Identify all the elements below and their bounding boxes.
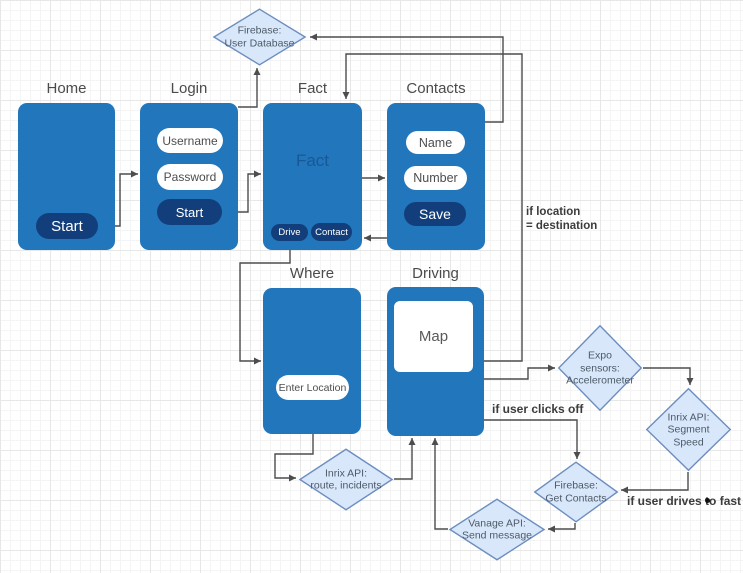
- contact-button[interactable]: Contact: [311, 223, 352, 241]
- edge-driving-to-firebase-get-contacts[interactable]: [484, 419, 581, 459]
- home-screen[interactable]: Start: [18, 103, 115, 250]
- contacts-screen[interactable]: Name Number Save: [387, 103, 485, 250]
- home-screen-title: Home: [46, 80, 87, 97]
- login-screen[interactable]: Username Password Start: [140, 103, 238, 250]
- edge-enter-location-to-inrix-route[interactable]: [274, 400, 314, 482]
- where-screen-title: Where: [289, 265, 335, 282]
- edge-inrix-route-to-driving[interactable]: [394, 438, 416, 480]
- edge-driving-to-fact-location-destination[interactable]: [342, 53, 523, 362]
- fact-screen-title: Fact: [297, 80, 328, 97]
- diamond-shape: [298, 448, 394, 511]
- diamond-shape: [533, 461, 619, 523]
- driving-screen[interactable]: Map: [387, 287, 484, 436]
- vanage-send-message-diamond[interactable]: Vanage API: Send message: [448, 498, 546, 561]
- vanage-send-message-label: Vanage API: Send message: [461, 517, 533, 542]
- map-label: Map: [418, 328, 449, 345]
- inrix-route-incidents-label: Inrix API: route, incidents: [310, 467, 382, 492]
- drive-button[interactable]: Drive: [271, 224, 308, 241]
- login-start-button[interactable]: Start: [157, 199, 222, 225]
- inrix-route-incidents-diamond[interactable]: Inrix API: route, incidents: [298, 448, 394, 511]
- edge-drive-button-to-where[interactable]: [239, 241, 291, 365]
- diamond-shape: [645, 387, 732, 472]
- edge-label-user-clicks-off: if user clicks off: [492, 402, 584, 416]
- driving-screen-title: Driving: [412, 265, 459, 282]
- edge-firebase-get-contacts-to-vanage[interactable]: [548, 523, 576, 533]
- expo-sensors-label: Expo sensors: Accelerometer: [566, 349, 634, 387]
- firebase-user-db-label: Firebase: User Database: [224, 24, 295, 50]
- edge-driving-to-expo-sensors[interactable]: [484, 364, 555, 380]
- edge-label-location-destination: if location = destination: [526, 206, 598, 232]
- home-start-button[interactable]: Start: [36, 213, 98, 239]
- edge-vanage-to-driving[interactable]: [431, 438, 448, 530]
- edge-login-to-firebase-user-db[interactable]: [238, 68, 261, 108]
- firebase-get-contacts-label: Firebase: Get Contacts: [545, 479, 607, 505]
- expo-sensors-diamond[interactable]: Expo sensors: Accelerometer: [557, 324, 643, 412]
- inrix-segment-speed-diamond[interactable]: Inrix API: Segment Speed: [645, 387, 732, 472]
- login-screen-title: Login: [170, 80, 208, 97]
- fact-body-label: Fact: [295, 151, 330, 170]
- diamond-shape: [212, 8, 307, 66]
- edge-expo-sensors-to-inrix-segment[interactable]: [643, 367, 694, 385]
- where-screen[interactable]: Enter Location: [263, 288, 361, 434]
- username-field[interactable]: Username: [157, 128, 223, 153]
- firebase-user-db-diamond[interactable]: Firebase: User Database: [212, 8, 307, 66]
- edge-label-user-drives-fast: if user drives to fast: [627, 494, 742, 508]
- firebase-get-contacts-diamond[interactable]: Firebase: Get Contacts: [533, 461, 619, 523]
- enter-location-field[interactable]: Enter Location: [276, 375, 349, 400]
- number-field[interactable]: Number: [404, 166, 467, 190]
- diamond-shape: [448, 498, 546, 561]
- inrix-segment-speed-label: Inrix API: Segment Speed: [667, 410, 710, 448]
- name-field[interactable]: Name: [406, 131, 465, 154]
- fact-screen[interactable]: Fact Drive Contact: [263, 103, 362, 250]
- save-button[interactable]: Save: [404, 202, 466, 226]
- map-view[interactable]: Map: [394, 301, 473, 372]
- password-field[interactable]: Password: [157, 164, 223, 190]
- mouse-cursor: [705, 498, 710, 503]
- contacts-screen-title: Contacts: [406, 80, 466, 97]
- edge-inrix-segment-to-firebase-get-contacts[interactable]: [621, 472, 689, 494]
- edge-contacts-to-firebase-user-db[interactable]: [310, 33, 504, 123]
- diamond-shape: [557, 324, 643, 412]
